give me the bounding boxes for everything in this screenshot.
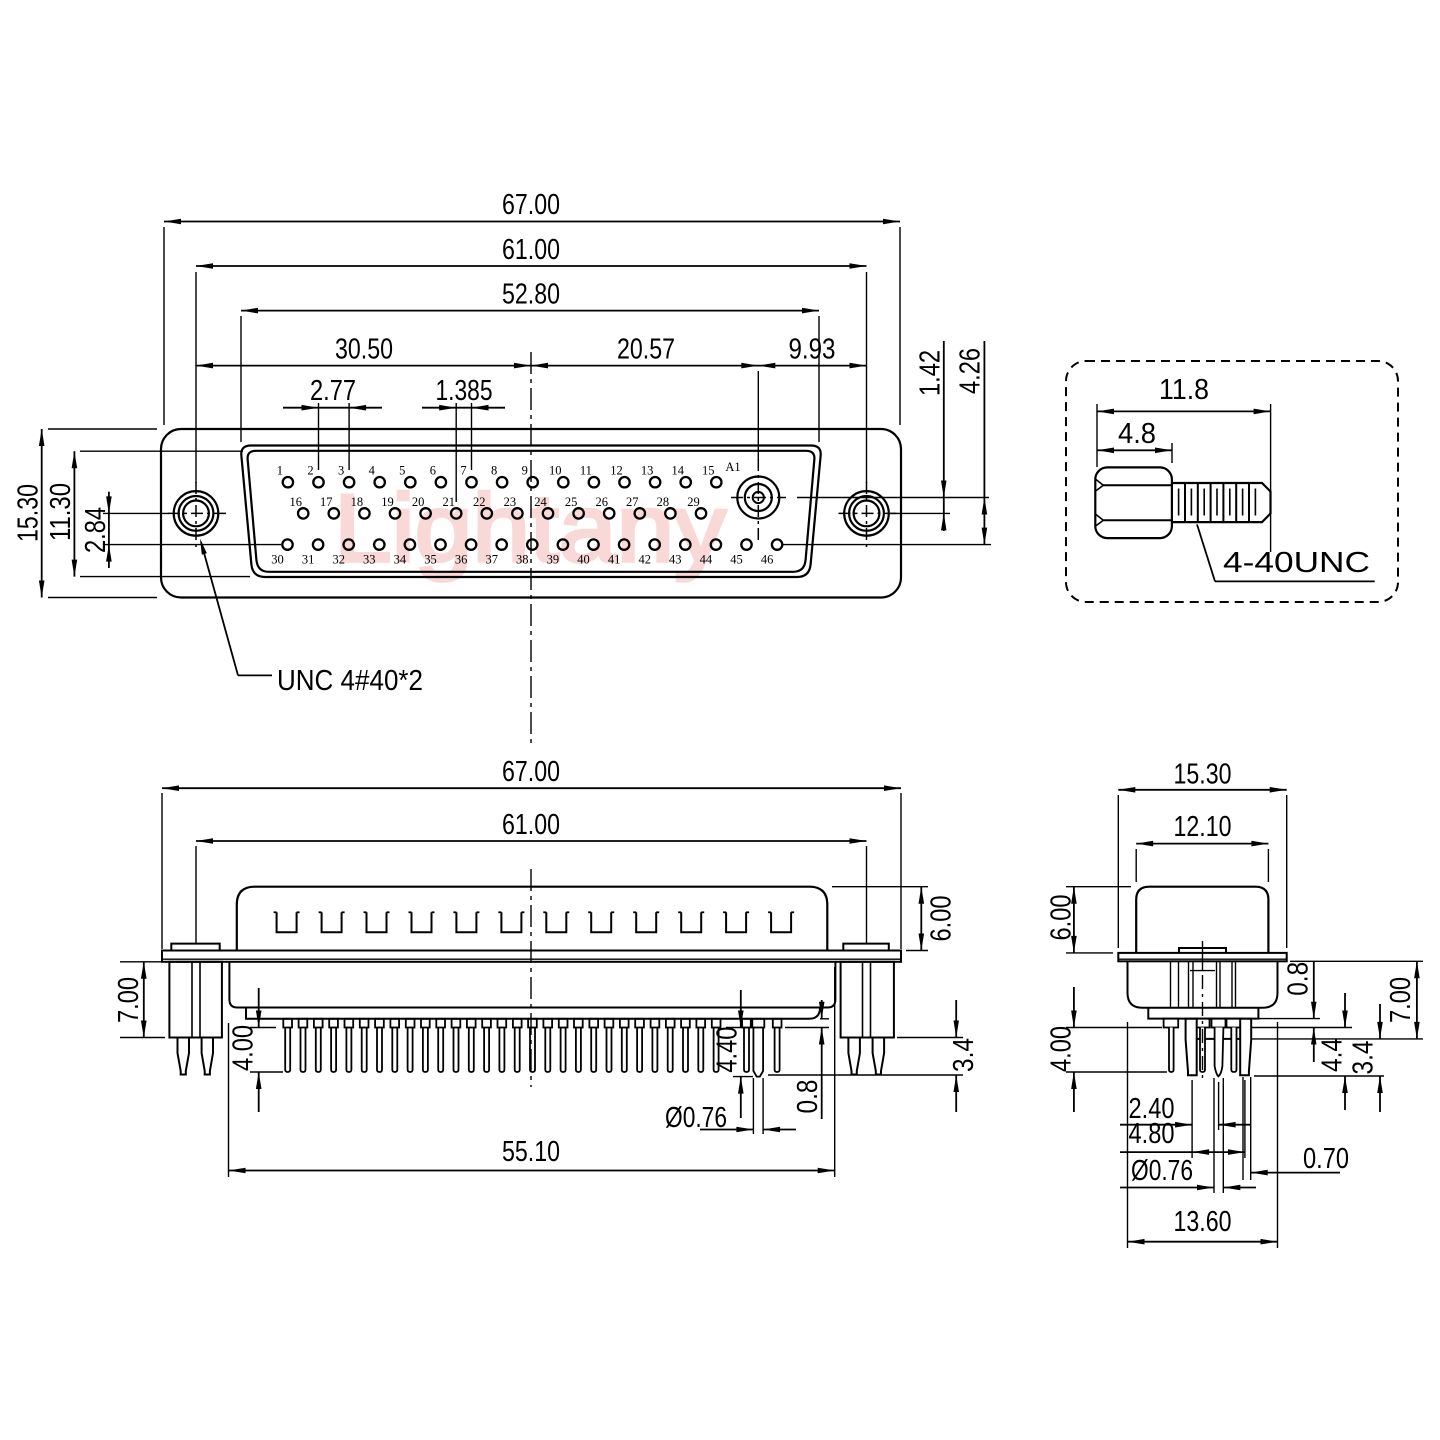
svg-text:30: 30 <box>271 553 284 567</box>
svg-text:0.70: 0.70 <box>1303 1143 1349 1175</box>
svg-text:15.30: 15.30 <box>1174 759 1232 791</box>
svg-text:19: 19 <box>381 495 394 509</box>
svg-text:11: 11 <box>580 464 592 478</box>
svg-text:15: 15 <box>702 464 715 478</box>
svg-text:24: 24 <box>534 495 547 509</box>
svg-text:2.77: 2.77 <box>310 375 356 407</box>
svg-text:11.30: 11.30 <box>45 483 77 541</box>
svg-text:11.8: 11.8 <box>1159 374 1209 406</box>
svg-text:31: 31 <box>302 553 315 567</box>
svg-text:35: 35 <box>424 553 437 567</box>
svg-text:6.00: 6.00 <box>925 896 957 942</box>
svg-text:4.8: 4.8 <box>1118 418 1156 450</box>
svg-text:13.60: 13.60 <box>1174 1206 1232 1238</box>
svg-text:30.50: 30.50 <box>335 334 393 366</box>
svg-text:20: 20 <box>412 495 425 509</box>
svg-text:21: 21 <box>442 495 455 509</box>
svg-text:9: 9 <box>522 464 528 478</box>
svg-text:Lightany: Lightany <box>334 475 726 582</box>
svg-text:7.00: 7.00 <box>1385 977 1417 1023</box>
svg-text:34: 34 <box>394 553 407 567</box>
svg-text:10: 10 <box>549 464 562 478</box>
svg-text:4.00: 4.00 <box>227 1025 259 1071</box>
svg-text:46: 46 <box>761 553 774 567</box>
svg-text:55.10: 55.10 <box>502 1136 560 1168</box>
svg-text:20.57: 20.57 <box>617 334 675 366</box>
svg-text:67.00: 67.00 <box>502 189 560 221</box>
svg-text:UNC 4#40*2: UNC 4#40*2 <box>277 665 423 697</box>
svg-text:9.93: 9.93 <box>789 334 836 366</box>
svg-text:0.8: 0.8 <box>792 1080 824 1114</box>
svg-text:0.8: 0.8 <box>1282 962 1314 996</box>
svg-text:4.80: 4.80 <box>1129 1118 1175 1150</box>
svg-text:6: 6 <box>430 464 436 478</box>
svg-text:18: 18 <box>351 495 364 509</box>
svg-text:25: 25 <box>565 495 578 509</box>
svg-text:4.26: 4.26 <box>954 348 986 394</box>
svg-text:2.84: 2.84 <box>80 507 112 553</box>
svg-text:37: 37 <box>485 553 498 567</box>
svg-text:67.00: 67.00 <box>502 756 560 788</box>
svg-text:13: 13 <box>641 464 654 478</box>
svg-text:2: 2 <box>307 464 313 478</box>
svg-text:A1: A1 <box>725 460 740 474</box>
svg-text:1.42: 1.42 <box>914 350 946 396</box>
svg-text:12.10: 12.10 <box>1174 811 1232 843</box>
svg-text:4.40: 4.40 <box>711 1027 743 1073</box>
svg-text:3.4: 3.4 <box>948 1038 980 1072</box>
svg-text:23: 23 <box>504 495 517 509</box>
svg-text:4.00: 4.00 <box>1046 1026 1078 1072</box>
svg-text:61.00: 61.00 <box>502 234 560 266</box>
svg-text:36: 36 <box>455 553 468 567</box>
svg-text:52.80: 52.80 <box>502 279 560 311</box>
svg-text:1.385: 1.385 <box>436 375 493 407</box>
svg-text:3.4: 3.4 <box>1347 1040 1379 1074</box>
svg-text:29: 29 <box>687 495 700 509</box>
svg-text:4-40UNC: 4-40UNC <box>1223 547 1370 579</box>
svg-text:43: 43 <box>669 553 682 567</box>
svg-text:22: 22 <box>473 495 486 509</box>
svg-text:3: 3 <box>338 464 344 478</box>
svg-text:12: 12 <box>610 464 623 478</box>
svg-text:2.40: 2.40 <box>1129 1093 1175 1125</box>
svg-text:7: 7 <box>460 464 466 478</box>
svg-text:14: 14 <box>671 464 684 478</box>
svg-text:16: 16 <box>289 495 302 509</box>
svg-text:4: 4 <box>369 464 376 478</box>
svg-text:4.4: 4.4 <box>1317 1038 1349 1072</box>
svg-text:Ø0.76: Ø0.76 <box>1131 1155 1193 1187</box>
svg-text:32: 32 <box>332 553 345 567</box>
svg-text:33: 33 <box>363 553 376 567</box>
svg-text:44: 44 <box>700 553 713 567</box>
svg-text:5: 5 <box>399 464 405 478</box>
svg-text:26: 26 <box>595 495 608 509</box>
svg-text:38: 38 <box>516 553 529 567</box>
svg-text:7.00: 7.00 <box>113 977 145 1023</box>
svg-text:45: 45 <box>730 553 743 567</box>
svg-text:1: 1 <box>277 464 283 478</box>
svg-text:15.30: 15.30 <box>12 484 44 542</box>
svg-text:61.00: 61.00 <box>502 809 560 841</box>
svg-text:42: 42 <box>638 553 651 567</box>
svg-text:8: 8 <box>491 464 497 478</box>
svg-text:17: 17 <box>320 495 333 509</box>
svg-text:39: 39 <box>547 553 560 567</box>
svg-text:27: 27 <box>626 495 639 509</box>
svg-text:41: 41 <box>608 553 621 567</box>
svg-text:40: 40 <box>577 553 590 567</box>
svg-text:28: 28 <box>657 495 670 509</box>
